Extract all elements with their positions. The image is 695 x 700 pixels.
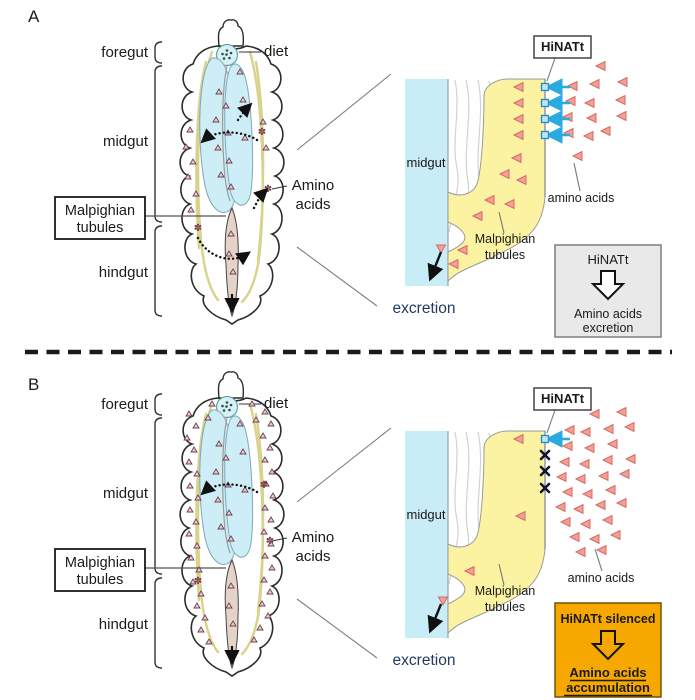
- malpighian-label-box: [54, 548, 146, 592]
- detail-malpighian-line1: Malpighian: [475, 232, 536, 246]
- excretion-arrow: [427, 251, 444, 282]
- midgut-label: midgut: [103, 133, 149, 150]
- amino-acids-pointer-line: [271, 185, 288, 190]
- hindgut-label: hindgut: [99, 616, 149, 633]
- hinatt-transporter-b: [540, 430, 570, 448]
- amino-acids-label-line1: Amino: [292, 529, 335, 546]
- detail-midgut-label: midgut: [406, 155, 445, 170]
- detail-amino-acids-label: amino acids: [548, 191, 615, 205]
- diet-label: diet: [264, 395, 289, 412]
- summary-line1: Amino acids: [574, 307, 642, 321]
- amino-acids-label-line1: Amino: [292, 177, 335, 194]
- foregut-label: foregut: [101, 44, 149, 61]
- summary-line1: Amino acids: [569, 665, 646, 680]
- larva-amino-triangles-dense: [183, 400, 277, 645]
- down-arrow-icon: [590, 270, 626, 301]
- foregut-label: foregut: [101, 396, 149, 413]
- zoom-connector-bottom: [296, 246, 378, 307]
- summary-title: HiNATt silenced: [561, 612, 656, 626]
- detail-midgut-label: midgut: [406, 507, 445, 522]
- amino-acids-label-line2: acids: [295, 196, 330, 213]
- panel-a-letter: A: [28, 7, 40, 26]
- zoom-connector-top: [296, 427, 392, 503]
- summary-box-a: HiNATt Amino acids excretion: [554, 244, 662, 338]
- malpighian-box-line1: Malpighian: [65, 555, 135, 571]
- lumen-amino-triangles-a: [435, 81, 527, 270]
- hinatt-label-box: [533, 35, 592, 59]
- excretion-label: excretion: [393, 652, 456, 669]
- summary-line2: accumulation: [566, 680, 650, 695]
- malpighian-label-box: [54, 196, 146, 240]
- hinatt-label: HiNATt: [541, 39, 585, 54]
- detail-malpighian-line2: tubules: [485, 248, 525, 262]
- hinatt-transporters-a: [540, 78, 570, 144]
- hindgut-label: hindgut: [99, 264, 149, 281]
- amino-acid-cluster-icon: ✽: [266, 536, 274, 547]
- detail-amino-acids-label: amino acids: [568, 571, 635, 585]
- zoom-connector-top: [296, 73, 392, 151]
- transport-dotted-arrows-b: [200, 480, 259, 496]
- amino-acid-cluster-icon: ✽: [264, 184, 272, 195]
- amino-acids-label-line2: acids: [295, 548, 330, 565]
- amino-acid-cluster-icon: ✽: [194, 576, 202, 587]
- amino-acid-cluster-icon: ✽: [260, 480, 268, 491]
- diet-label: diet: [264, 43, 289, 60]
- detail-malpighian-line2: tubules: [485, 600, 525, 614]
- detail-malpighian-line1: Malpighian: [475, 584, 536, 598]
- panel-a: A foregut midgut hindgut diet Amino acid…: [28, 7, 662, 338]
- hemolymph-amino-triangles-b: [554, 406, 636, 558]
- gut-region-brackets-a: [154, 41, 163, 317]
- silenced-transporter-x-marks: [539, 449, 551, 494]
- hinatt-pointer-line: [546, 409, 556, 434]
- malpighian-pointer-line-detail: [498, 211, 505, 234]
- summary-box-b: HiNATt silenced Amino acids accumulation: [554, 602, 662, 698]
- panel-b: B foregut midgut hindgut diet Amino acid…: [28, 372, 662, 698]
- larva-a: [180, 20, 284, 324]
- amino-acids-pointer-line-detail: [573, 162, 581, 192]
- midgut-label: midgut: [103, 485, 149, 502]
- hemolymph-amino-triangles-a: [561, 60, 628, 162]
- panel-b-letter: B: [28, 375, 39, 394]
- larva-amino-triangles: [182, 68, 270, 275]
- gut-region-brackets-b: [154, 393, 163, 669]
- summary-line2: excretion: [583, 321, 634, 335]
- amino-acid-cluster-icon: ✽: [194, 223, 202, 234]
- down-arrow-icon: [590, 630, 626, 661]
- hinatt-label: HiNATt: [541, 391, 585, 406]
- excretion-label: excretion: [393, 300, 456, 317]
- malpighian-box-line2: tubules: [77, 220, 124, 236]
- malpighian-box-line1: Malpighian: [65, 203, 135, 219]
- amino-acids-pointer-line-detail: [594, 548, 603, 572]
- malpighian-pointer-line-detail: [498, 563, 505, 586]
- zoom-connector-bottom: [296, 598, 378, 659]
- excretion-arrow: [427, 603, 444, 634]
- hinatt-pointer-line: [546, 57, 556, 82]
- summary-title: HiNATt: [588, 252, 629, 267]
- amino-acid-cluster-icon: ✽: [258, 127, 266, 138]
- transport-dotted-arrows-a: [196, 102, 269, 266]
- lumen-amino-triangles-b: [437, 433, 526, 607]
- amino-acids-pointer-line: [271, 537, 288, 542]
- malpighian-box-line2: tubules: [77, 572, 124, 588]
- hinatt-label-box: [533, 387, 592, 411]
